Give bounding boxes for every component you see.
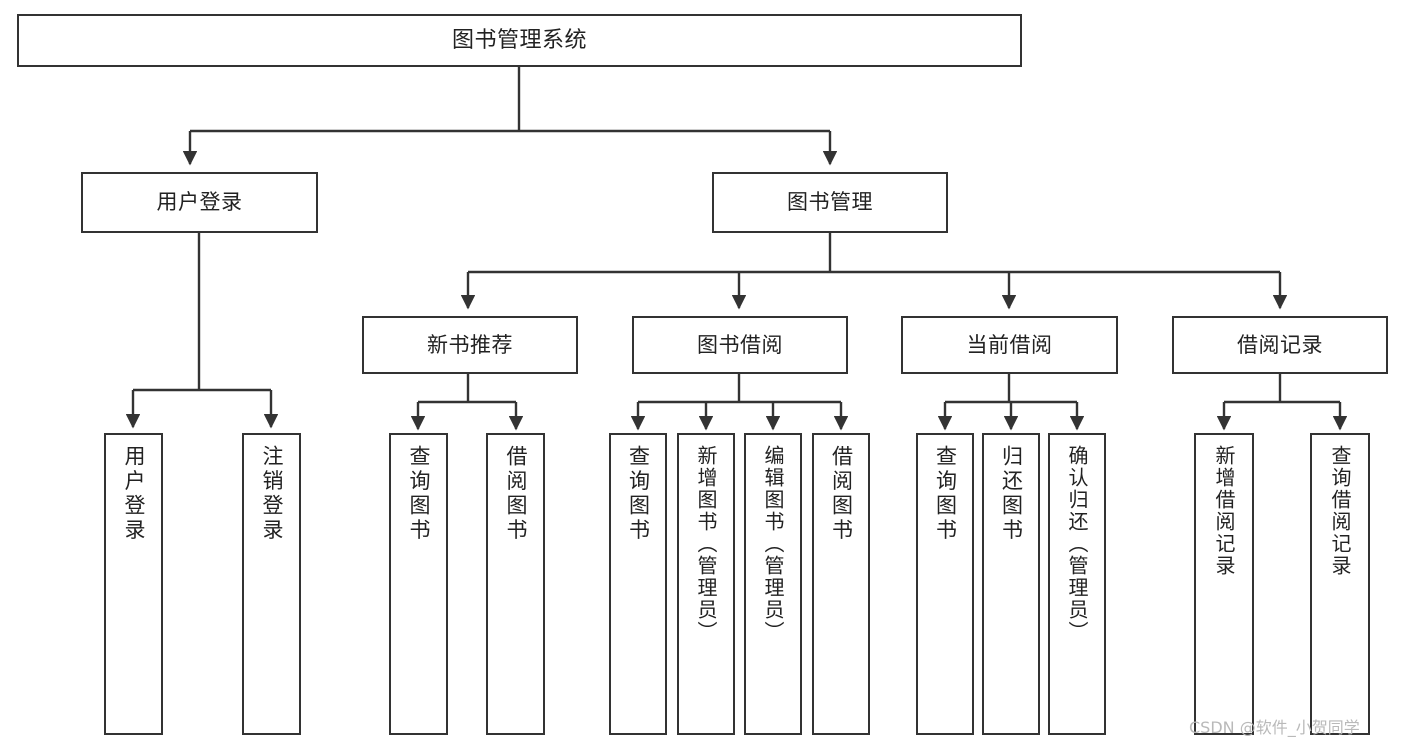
node-label: 编辑图书（管理员） bbox=[761, 445, 785, 643]
node-label: 用户登录 bbox=[122, 445, 146, 543]
node-label: 查询图书 bbox=[626, 445, 651, 543]
leaf-add-book[interactable]: 新增图书（管理员） bbox=[677, 433, 735, 735]
node-label: 查询图书 bbox=[407, 445, 431, 543]
node-new-book-rec[interactable]: 新书推荐 bbox=[362, 316, 578, 374]
node-book-borrow[interactable]: 图书借阅 bbox=[632, 316, 848, 374]
node-label: 新增图书（管理员） bbox=[694, 445, 718, 643]
leaf-return-book[interactable]: 归还图书 bbox=[982, 433, 1040, 735]
node-book-manage[interactable]: 图书管理 bbox=[712, 172, 948, 233]
leaf-user-logout[interactable]: 注销登录 bbox=[242, 433, 301, 735]
leaf-query-book-1[interactable]: 查询图书 bbox=[389, 433, 448, 735]
node-label: 确认归还（管理员） bbox=[1065, 445, 1089, 643]
leaf-query-record[interactable]: 查询借阅记录 bbox=[1310, 433, 1370, 735]
node-label: 当前借阅 bbox=[966, 332, 1053, 357]
node-label: 新增借阅记录 bbox=[1212, 445, 1236, 577]
leaf-edit-book[interactable]: 编辑图书（管理员） bbox=[744, 433, 802, 735]
leaf-confirm-return[interactable]: 确认归还（管理员） bbox=[1048, 433, 1106, 735]
node-label: 查询图书 bbox=[933, 445, 958, 543]
node-borrow-record[interactable]: 借阅记录 bbox=[1172, 316, 1388, 374]
node-current-borrow[interactable]: 当前借阅 bbox=[901, 316, 1118, 374]
leaf-query-book-2[interactable]: 查询图书 bbox=[609, 433, 667, 735]
leaf-borrow-book-2[interactable]: 借阅图书 bbox=[812, 433, 870, 735]
node-label: 新书推荐 bbox=[427, 332, 513, 357]
node-label: 归还图书 bbox=[999, 445, 1024, 543]
node-label: 借阅图书 bbox=[504, 445, 528, 543]
leaf-query-book-3[interactable]: 查询图书 bbox=[916, 433, 974, 735]
node-label: 注销登录 bbox=[260, 445, 284, 543]
node-user-login[interactable]: 用户登录 bbox=[81, 172, 318, 233]
node-label: 图书管理 bbox=[787, 190, 873, 215]
watermark-text: CSDN @软件_小贺同学 bbox=[1189, 718, 1360, 737]
leaf-user-login[interactable]: 用户登录 bbox=[104, 433, 163, 735]
node-label: 借阅图书 bbox=[829, 445, 854, 543]
leaf-borrow-book-1[interactable]: 借阅图书 bbox=[486, 433, 545, 735]
node-root-system[interactable]: 图书管理系统 bbox=[17, 14, 1022, 67]
node-label: 用户登录 bbox=[156, 190, 243, 215]
node-label: 查询借阅记录 bbox=[1328, 445, 1352, 577]
node-label: 图书管理系统 bbox=[451, 27, 587, 53]
leaf-add-record[interactable]: 新增借阅记录 bbox=[1194, 433, 1254, 735]
node-label: 图书借阅 bbox=[697, 332, 783, 357]
node-label: 借阅记录 bbox=[1237, 332, 1323, 357]
